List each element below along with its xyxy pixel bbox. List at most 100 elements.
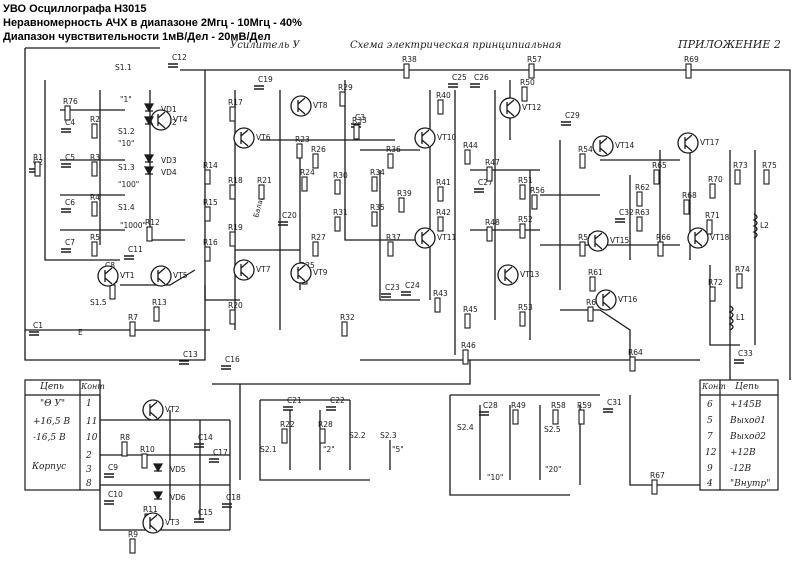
amplifier-title: Усилитель У: [230, 40, 300, 51]
component-label: S1.2: [118, 127, 135, 136]
component-label: R8: [120, 433, 130, 442]
resistor-symbol: [464, 149, 471, 165]
component-label: R26: [311, 145, 326, 154]
component-label: C3: [355, 113, 365, 122]
component-label: C28: [483, 401, 498, 410]
component-label: R49: [511, 401, 526, 410]
component-label: R58: [551, 401, 566, 410]
component-label: VD3: [161, 156, 177, 165]
resistor-symbol: [91, 241, 98, 257]
resistor-symbol: [657, 241, 664, 257]
resistor-symbol: [437, 186, 444, 202]
left-connector-contact-0: 1: [86, 399, 92, 409]
resistor-symbol: [334, 216, 341, 232]
component-label: R40: [436, 91, 451, 100]
component-label: R36: [386, 145, 401, 154]
component-label: R28: [318, 420, 333, 429]
transistor-electrodes: [104, 267, 113, 285]
component-label: R51: [518, 176, 533, 185]
component-label: R18: [228, 176, 243, 185]
component-label: L2: [760, 221, 769, 230]
component-label: R67: [650, 471, 665, 480]
resistor-symbol: [434, 297, 441, 313]
component-label: S1.3: [118, 163, 135, 172]
component-label: R64: [628, 348, 643, 357]
resistor-symbol: [587, 306, 594, 322]
capacitor-symbol: [104, 473, 114, 478]
component-label: R3: [90, 153, 100, 162]
component-label: "5": [392, 445, 404, 454]
resistor-symbol: [398, 197, 405, 213]
resistor-symbol: [519, 223, 526, 239]
header-title: УВО Осциллографа Н3015: [3, 3, 147, 15]
resistor-symbol: [141, 453, 148, 469]
component-label: R74: [735, 265, 750, 274]
transistor-electrodes: [504, 266, 513, 284]
component-label: L1: [736, 313, 745, 322]
resistor-symbol: [578, 409, 585, 425]
component-label: R50: [520, 78, 535, 87]
resistor-symbol: [371, 211, 378, 227]
diode-symbol: [143, 166, 155, 176]
right-connector-circuit-1: Выход1: [730, 416, 766, 426]
component-label: R23: [295, 135, 310, 144]
capacitor-symbol: [283, 406, 293, 411]
component-label: R66: [656, 233, 671, 242]
component-label: R39: [397, 189, 412, 198]
resistor-symbol: [312, 153, 319, 169]
right-connector-circuit-0: +145В: [730, 400, 762, 410]
transistor-symbol: [142, 399, 164, 421]
component-label: VD6: [170, 493, 186, 502]
component-label: VD1: [161, 105, 177, 114]
component-label: VT4: [173, 115, 188, 124]
resistor-symbol: [512, 409, 519, 425]
component-label: R70: [708, 175, 723, 184]
component-label: R33: [352, 116, 367, 125]
component-label: S2.3: [380, 431, 397, 440]
component-label: R21: [257, 176, 272, 185]
component-label: R65: [652, 161, 667, 170]
diode-symbol: [152, 463, 164, 473]
component-label: S2.4: [457, 423, 474, 432]
component-label: R47: [485, 158, 500, 167]
left-connector-contact-4: 3: [86, 465, 92, 475]
component-label: R42: [436, 208, 451, 217]
component-label: VT11: [437, 233, 456, 242]
resistor-symbol: [552, 409, 559, 425]
resistor-symbol: [34, 161, 41, 177]
component-label: "100": [118, 180, 139, 189]
diode-symbol: [143, 103, 155, 113]
capacitor-symbol: [561, 121, 571, 126]
capacitor-symbol: [194, 443, 204, 448]
component-label: R44: [463, 141, 478, 150]
transistor-electrodes: [599, 137, 608, 155]
component-label: "2": [323, 445, 335, 454]
component-label: R32: [340, 313, 355, 322]
capacitor-symbol: [124, 255, 134, 260]
component-label: VT2: [165, 405, 180, 414]
component-label: VD4: [161, 168, 177, 177]
component-label: R52: [518, 215, 533, 224]
transistor-electrodes: [421, 129, 430, 147]
component-label: C24: [405, 281, 420, 290]
component-label: S2.2: [349, 431, 366, 440]
component-label: C11: [128, 245, 143, 254]
component-label: C7: [65, 238, 75, 247]
resistor-symbol: [64, 105, 71, 121]
transistor-electrodes: [297, 97, 306, 115]
header-sensitivity-range: Диапазон чувствительности 1мВ/Дел - 20мВ…: [3, 31, 271, 43]
resistor-symbol: [589, 276, 596, 292]
resistor-symbol: [528, 63, 535, 79]
component-label: C21: [287, 396, 302, 405]
resistor-symbol: [312, 241, 319, 257]
resistor-symbol: [486, 166, 493, 182]
appendix-label: ПРИЛОЖЕНИЕ 2: [678, 38, 781, 51]
component-label: R10: [140, 445, 155, 454]
component-label: VT18: [710, 233, 729, 242]
diode-symbol: [143, 116, 155, 126]
resistor-symbol: [229, 231, 236, 247]
wiring: [24, 47, 791, 531]
component-label: C31: [607, 398, 622, 407]
transistor-symbol: [150, 265, 172, 287]
resistor-symbol: [371, 176, 378, 192]
